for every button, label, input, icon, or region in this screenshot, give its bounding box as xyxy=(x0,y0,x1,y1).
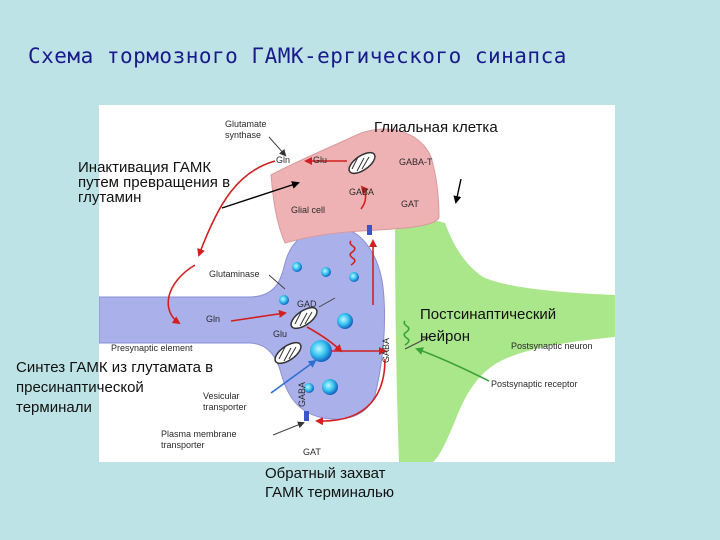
mitochondrion-glial xyxy=(348,151,376,175)
annotation-inactivation-line-2: путем превращения в xyxy=(78,174,231,191)
gln-to-glu-arrow xyxy=(230,309,287,322)
annotation-inactivation-line-3: глутамин xyxy=(78,189,142,206)
annotation-reuptake-line-2: ГАМК терминалью xyxy=(265,484,395,501)
annotation-inactivation: Инактивация ГАМК путем превращения в глу… xyxy=(78,160,230,205)
annotation-postsynaptic-line-1: Постсинаптический xyxy=(420,306,557,323)
vesicular-transporter-arrow xyxy=(270,359,317,394)
glu-to-gaba-arrow xyxy=(306,326,343,353)
reuptake-arrow xyxy=(315,358,386,426)
label-vesicular-transporter-1: Vesicular xyxy=(203,391,240,401)
annotation-glial-cell: Глиальная клетка xyxy=(374,119,498,136)
label-plasma-membrane-transporter-1: Plasma membrane xyxy=(161,429,237,439)
gln-transfer-arrow xyxy=(167,264,196,325)
annotation-reuptake-line-1: Обратный захват xyxy=(265,465,386,482)
label-vesicular-transporter-2: transporter xyxy=(203,402,247,412)
postsynaptic-receptor-arrow xyxy=(415,347,490,382)
leader-lines xyxy=(268,136,430,436)
mitochondrion-presynaptic-2 xyxy=(274,341,302,365)
postsynaptic-neuron-shape xyxy=(395,220,615,462)
receptor-glial xyxy=(349,240,356,266)
label-gad: GAD xyxy=(297,299,317,309)
gat-presynaptic-transporter xyxy=(304,411,309,421)
label-postsynaptic-neuron: Postsynaptic neuron xyxy=(511,341,593,351)
label-plasma-membrane-transporter-2: transporter xyxy=(161,440,205,450)
label-glial-cell: Glial cell xyxy=(291,205,325,215)
presynaptic-element-shape xyxy=(98,226,386,420)
annotation-reuptake: Обратный захват ГАМК терминалью xyxy=(265,464,394,502)
label-glu-pre: Glu xyxy=(273,329,287,339)
synapse-diagram-svg: Glutamate synthase Gln Glu GABA-T GABA G… xyxy=(98,119,615,462)
glial-cell-shape xyxy=(270,128,440,244)
annotation-synthesis-line-3: терминали xyxy=(16,399,92,416)
label-gaba-glial: GABA xyxy=(349,187,374,197)
slide-title: Схема тормозного ГАМК-ергического синапс… xyxy=(28,44,567,68)
label-glutamate-synthase-1: Glutamate xyxy=(225,119,267,129)
label-glutamate-synthase-2: synthase xyxy=(225,130,261,140)
annotation-postsynaptic: Постсинаптический нейрон xyxy=(420,304,556,348)
annotation-inactivation-line-1: Инактивация ГАМК xyxy=(78,159,212,176)
label-glutaminase: Glutaminase xyxy=(209,269,260,279)
label-postsynaptic-receptor: Postsynaptic receptor xyxy=(491,379,578,389)
synaptic-vesicles xyxy=(279,262,359,395)
label-gat-pre: GAT xyxy=(303,447,321,457)
gaba-t-arrow xyxy=(360,185,369,210)
annotation-postsynaptic-line-2: нейрон xyxy=(420,328,470,345)
annotation-synthesis: Синтез ГАМК из глутамата в пресинаптичес… xyxy=(16,358,213,418)
gat-glial-transporter xyxy=(367,225,372,235)
label-gaba-t: GABA-T xyxy=(399,157,433,167)
annotation-synthesis-line-1: Синтез ГАМК из глутамата в xyxy=(16,359,214,376)
mitochondrion-presynaptic-1 xyxy=(290,306,318,330)
label-gaba-vertical-1: GABA xyxy=(381,338,391,363)
label-glu-glial: Glu xyxy=(313,155,327,165)
label-gat-glial: GAT xyxy=(401,199,419,209)
annotation-synthesis-line-2: пресинаптической xyxy=(16,379,144,396)
label-gaba-vertical-2: GABA xyxy=(297,382,307,407)
synapse-diagram: Glutamate synthase Gln Glu GABA-T GABA G… xyxy=(98,105,615,462)
label-presynaptic-element: Presynaptic element xyxy=(111,343,193,353)
postsynaptic-receptor-shape xyxy=(403,320,410,346)
label-gln-pre: Gln xyxy=(206,314,220,324)
label-gln-glial: Gln xyxy=(276,155,290,165)
